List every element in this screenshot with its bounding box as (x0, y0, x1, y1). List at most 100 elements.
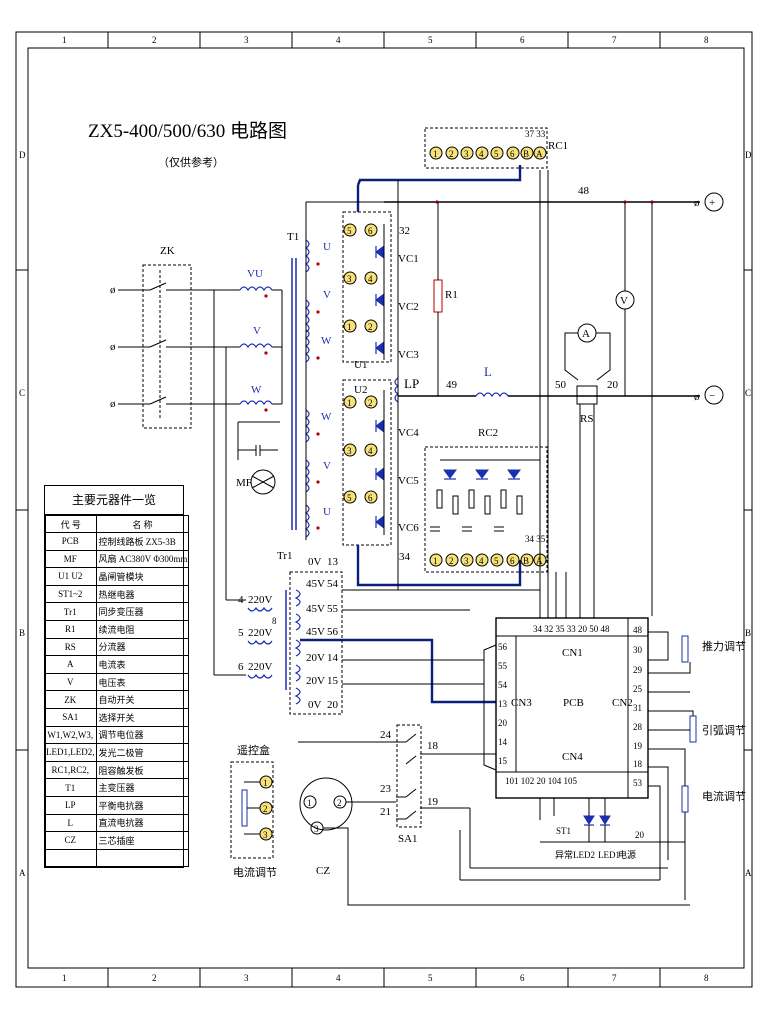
svg-text:遥控盒: 遥控盒 (237, 743, 270, 757)
part-code: U1 U2 (45, 567, 97, 586)
svg-text:34 32 35 33 20 50 48: 34 32 35 33 20 50 48 (533, 624, 610, 634)
svg-text:4: 4 (368, 446, 373, 456)
part-code: RC1,RC2, (45, 760, 97, 780)
svg-text:15: 15 (498, 756, 508, 766)
svg-text:RC1: RC1 (548, 140, 568, 152)
col-label: 2 (152, 973, 157, 983)
svg-text:6: 6 (238, 661, 244, 673)
part-code: R1 (45, 619, 97, 639)
part-code: PCB (45, 532, 97, 551)
svg-text:VC6: VC6 (398, 522, 419, 534)
svg-text:1: 1 (347, 398, 352, 408)
svg-text:VC4: VC4 (398, 427, 419, 439)
svg-text:VU: VU (247, 268, 263, 280)
table-row (45, 848, 190, 868)
svg-text:34: 34 (399, 551, 411, 563)
col-label: 8 (704, 973, 709, 983)
svg-text:U1: U1 (354, 359, 367, 371)
svg-text:19: 19 (633, 741, 643, 751)
svg-text:2: 2 (368, 322, 373, 332)
table-row: LED1,LED2,发光二极管 (45, 743, 190, 762)
part-code: RS (45, 637, 97, 657)
svg-text:18: 18 (427, 740, 439, 752)
svg-text:45V: 45V (306, 603, 325, 615)
minus-terminal-icon (704, 385, 724, 405)
svg-text:8: 8 (272, 616, 277, 626)
svg-text:29: 29 (633, 665, 643, 675)
part-code: V (45, 672, 97, 692)
svg-text:1: 1 (433, 149, 438, 159)
svg-text:4: 4 (479, 149, 484, 159)
svg-text:5: 5 (494, 149, 499, 159)
part-name: 续流电阻 (95, 619, 190, 639)
u2-thyristor-module: U2 1 2 3 4 5 6 (342, 379, 392, 546)
part-code: LED1,LED2, (45, 743, 97, 762)
diagram-subtitle: （仅供参考） (158, 155, 224, 169)
part-code: L (45, 813, 97, 833)
svg-text:引弧调节: 引弧调节 (702, 723, 746, 737)
svg-text:2: 2 (263, 804, 268, 814)
svg-text:CN3: CN3 (511, 697, 532, 709)
rc1-board: 37 33 RC1 1 2 3 4 5 6 B A (424, 127, 568, 169)
svg-text:LED1: LED1 (598, 850, 620, 860)
sync-bus (300, 638, 496, 704)
svg-text:LP: LP (404, 376, 419, 391)
svg-text:1: 1 (433, 556, 438, 566)
svg-text:24: 24 (380, 729, 392, 741)
col-label: 1 (62, 973, 67, 983)
row-label: D (19, 150, 26, 160)
svg-text:W: W (321, 411, 332, 423)
plus-terminal-icon (704, 192, 724, 212)
part-code: SA1 (45, 707, 97, 727)
row-ruler: D C B A D C B A (16, 150, 752, 878)
svg-text:20V: 20V (306, 675, 325, 687)
part-code: ZK (45, 690, 97, 709)
svg-text:220V: 220V (248, 627, 273, 639)
part-name: 直流电抗器 (95, 813, 190, 833)
table-title: 主要元器件一览 (45, 486, 183, 515)
svg-text:50: 50 (555, 379, 567, 391)
col-label: 1 (62, 35, 67, 45)
svg-text:20V: 20V (306, 652, 325, 664)
svg-text:6: 6 (368, 493, 373, 503)
svg-text:220V: 220V (248, 661, 273, 673)
col-label: 6 (520, 973, 525, 983)
svg-text:VC5: VC5 (398, 475, 419, 487)
svg-text:Tr1: Tr1 (277, 550, 293, 562)
svg-text:4: 4 (479, 556, 484, 566)
svg-text:W: W (321, 335, 332, 347)
svg-text:CN2: CN2 (612, 697, 633, 709)
svg-text:V: V (323, 289, 331, 301)
svg-text:V: V (620, 295, 628, 307)
svg-text:SA1: SA1 (398, 833, 418, 845)
svg-text:T1: T1 (287, 231, 299, 243)
svg-text:异常: 异常 (555, 849, 573, 860)
row-label: C (745, 388, 751, 398)
svg-text:2: 2 (368, 398, 373, 408)
part-name: 风扇 AC380V Φ300mm (95, 549, 190, 569)
svg-text:VC3: VC3 (398, 349, 419, 361)
svg-text:6: 6 (368, 226, 373, 236)
svg-text:ø: ø (110, 398, 116, 410)
svg-text:B: B (523, 149, 529, 159)
svg-text:4: 4 (368, 274, 373, 284)
svg-text:−: − (709, 390, 715, 402)
row-label: A (745, 868, 752, 878)
trigger-wire-top (356, 165, 522, 186)
svg-text:56: 56 (327, 626, 339, 638)
part-name: 调节电位器 (95, 725, 190, 745)
part-name: 阻容触发板 (95, 760, 190, 780)
remote-box: 遥控盒 1 2 3 电流调节 (230, 743, 277, 879)
svg-text:48: 48 (633, 625, 643, 635)
svg-text:MF: MF (236, 477, 252, 489)
svg-text:54: 54 (498, 680, 508, 690)
svg-text:0V: 0V (308, 699, 322, 711)
vc-labels: 32 VC1 VC2 VC3 VC4 VC5 VC6 34 (398, 225, 419, 563)
